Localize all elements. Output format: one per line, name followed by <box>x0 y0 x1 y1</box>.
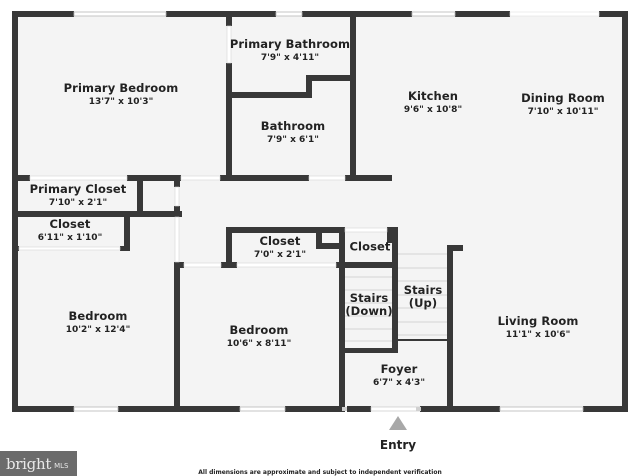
logo-main-text: bright <box>6 454 52 473</box>
room-name: Primary Bathroom <box>229 37 351 52</box>
room-name-line1: Stairs <box>403 282 443 297</box>
room-dimensions: 10'2" x 12'4" <box>65 325 131 336</box>
room-closet-3: Closet <box>349 240 390 253</box>
room-bathroom: Bathroom 7'9" x 6'1" <box>260 119 326 146</box>
room-primary-bedroom: Primary Bedroom 13'7" x 10'3" <box>63 81 179 108</box>
room-living-room: Living Room 11'1" x 10'6" <box>497 314 579 341</box>
room-name-line2: (Down) <box>345 304 393 318</box>
room-bedroom-2: Bedroom 10'6" x 8'11" <box>226 323 292 350</box>
room-kitchen: Kitchen 9'6" x 10'8" <box>403 89 463 116</box>
entry-label: Entry <box>379 438 417 452</box>
room-stairs-up: Stairs (Up) <box>403 282 443 310</box>
walls <box>12 11 628 412</box>
room-dining-room: Dining Room 7'10" x 10'11" <box>521 91 605 118</box>
entry-door <box>342 406 421 412</box>
disclaimer-text: All dimensions are approximate and subje… <box>198 469 442 476</box>
room-name: Closet <box>349 239 391 254</box>
room-closet-2: Closet 7'0" x 2'1" <box>253 234 307 261</box>
room-dimensions: 7'9" x 6'1" <box>266 135 319 146</box>
room-foyer: Foyer 6'7" x 4'3" <box>372 362 426 389</box>
room-primary-closet: Primary Closet 7'10" x 2'1" <box>29 182 127 209</box>
room-name-line1: Stairs <box>349 290 389 305</box>
room-dimensions: 7'10" x 2'1" <box>48 198 108 209</box>
room-stairs-down: Stairs (Down) <box>345 290 393 318</box>
logo-sub-text: MLS <box>54 461 69 470</box>
bright-mls-logo: bright MLS <box>0 451 77 476</box>
room-name: Bedroom <box>229 323 289 338</box>
door-openings <box>18 25 388 268</box>
windows <box>73 11 584 412</box>
room-dimensions: 13'7" x 10'3" <box>88 97 154 108</box>
room-dimensions: 10'6" x 8'11" <box>226 339 292 350</box>
room-name: Bathroom <box>260 119 326 134</box>
room-name: Foyer <box>380 362 418 377</box>
room-dimensions: 9'6" x 10'8" <box>403 105 463 116</box>
room-dimensions: 6'7" x 4'3" <box>372 378 426 389</box>
room-name: Primary Closet <box>29 182 127 197</box>
room-name: Kitchen <box>407 89 459 104</box>
stairs-up-bottom-wall <box>398 339 447 341</box>
room-name: Dining Room <box>521 91 605 106</box>
room-name: Primary Bedroom <box>63 81 179 96</box>
room-name: Bedroom <box>68 309 128 324</box>
room-dimensions: 6'11" x 1'10" <box>37 233 103 244</box>
room-dimensions: 7'0" x 2'1" <box>253 250 307 261</box>
room-dimensions: 11'1" x 10'6" <box>505 330 571 341</box>
room-name: Closet <box>49 217 91 232</box>
room-name: Closet <box>259 234 301 249</box>
room-bedroom-1: Bedroom 10'2" x 12'4" <box>65 309 131 336</box>
room-name: Living Room <box>497 314 579 329</box>
room-dimensions: 7'10" x 10'11" <box>527 107 599 118</box>
room-name-line2: (Up) <box>408 296 438 310</box>
dining-slider <box>509 11 600 17</box>
entry-arrow-icon <box>389 416 407 430</box>
room-dimensions: 7'9" x 4'11" <box>260 53 320 64</box>
room-closet-1: Closet 6'11" x 1'10" <box>37 217 103 244</box>
room-primary-bathroom: Primary Bathroom 7'9" x 4'11" <box>229 37 351 64</box>
stair-treads <box>345 253 447 342</box>
